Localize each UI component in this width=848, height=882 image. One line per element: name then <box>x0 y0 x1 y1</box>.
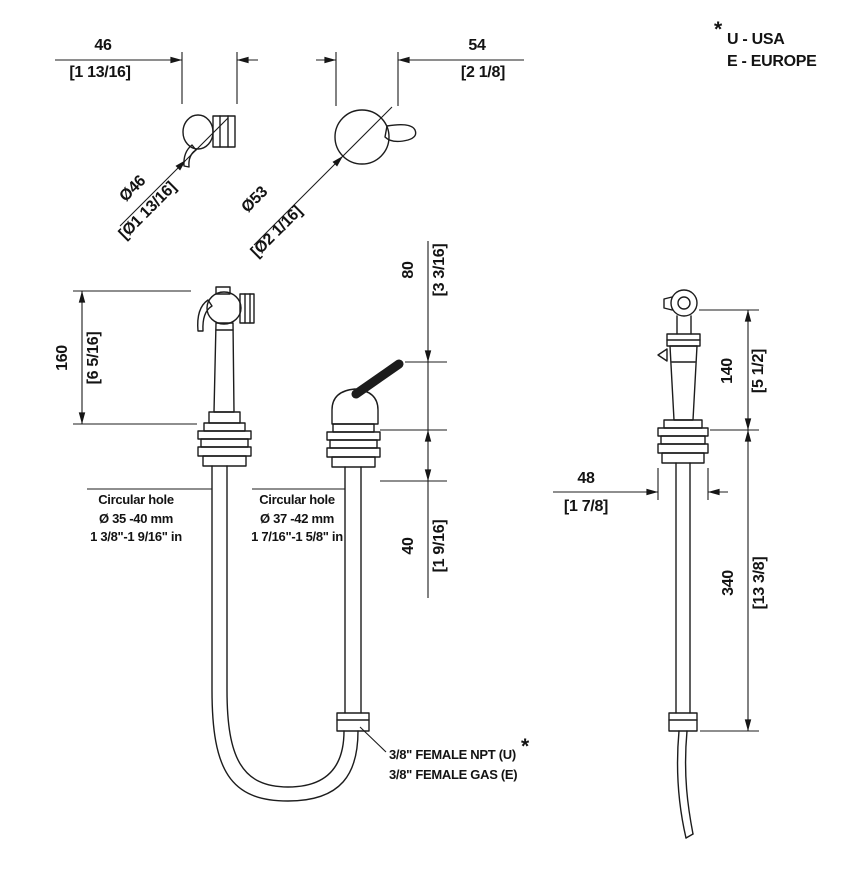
dim-spout-height: 80 [3 3/16] <box>380 241 448 431</box>
note-inch: 1 7/16"-1 5/8" in <box>251 529 343 544</box>
note-inch: 1 3/8"-1 9/16" in <box>90 529 182 544</box>
hose-inner <box>226 465 345 788</box>
sprayer-side-view <box>657 289 709 839</box>
diameter-line <box>342 106 393 157</box>
head-ring-inner <box>677 296 691 310</box>
handle-body <box>213 322 235 413</box>
connector-nut <box>668 712 698 732</box>
dia-inch-label: [Ø2 1/16] <box>248 203 306 261</box>
head-ring-outer <box>670 289 698 317</box>
dim-inch-label: [6 5/16] <box>85 332 102 385</box>
legend-usa: U - USA <box>727 31 785 48</box>
dim-mm-label: 48 <box>577 470 595 487</box>
note-gas: 3/8" FEMALE GAS (E) <box>389 767 517 782</box>
diameter-line <box>185 117 229 161</box>
dim-holder-height: 140 [5 1/2] <box>699 309 767 431</box>
flange-rib <box>661 452 705 464</box>
dim-inch-label: [1 13/16] <box>69 64 130 81</box>
dim-handle-width: 54 [2 1/8] <box>316 37 524 106</box>
handle-circle <box>334 109 390 165</box>
note-hole-mixer: Circular hole Ø 37 -42 mm 1 7/16"-1 5/8"… <box>251 488 345 544</box>
note-title: Circular hole <box>98 492 174 507</box>
holder-clip <box>657 348 668 362</box>
hose-tail <box>676 730 687 839</box>
flange-rib <box>657 443 709 454</box>
mixer-front-view <box>326 359 404 732</box>
dia-label-handle: Ø53 [Ø2 1/16] <box>238 106 393 261</box>
connector-nut <box>336 712 370 732</box>
flange-rib <box>326 447 381 458</box>
nozzle-cap <box>212 115 236 148</box>
dim-flange-width: 48 [1 7/8] <box>553 468 728 515</box>
hose-tip <box>685 833 694 839</box>
dim-inch-label: [2 1/8] <box>461 64 505 81</box>
note-connection: 3/8" FEMALE NPT (U) 3/8" FEMALE GAS (E) … <box>359 726 530 782</box>
dim-inch-label: [3 3/16] <box>431 244 448 297</box>
dim-mm-label: 80 <box>400 261 417 279</box>
note-hole-sprayer: Circular hole Ø 35 -40 mm 1 3/8"-1 9/16"… <box>87 488 212 544</box>
holder-body <box>669 345 698 421</box>
leader-line <box>253 155 344 246</box>
leader-line <box>119 159 187 227</box>
flange-rib <box>200 438 249 448</box>
sprayer-head-top-view <box>182 114 236 168</box>
legend-asterisk: * <box>714 18 723 41</box>
nozzle-cap <box>239 293 255 324</box>
dia-mm-label: Ø46 <box>116 172 149 205</box>
dim-deck-thickness: 40 [1 9/16] <box>380 429 448 598</box>
dim-mm-label: 40 <box>400 537 417 555</box>
dim-inch-label: [5 1/2] <box>750 349 767 393</box>
dim-mm-label: 140 <box>719 358 736 384</box>
leader-line <box>359 726 387 753</box>
sprayer-head <box>206 291 242 325</box>
flange-rib <box>329 439 378 449</box>
note-title: Circular hole <box>259 492 335 507</box>
dia-mm-label: Ø53 <box>238 183 271 216</box>
legend: * U - USA E - EUROPE <box>714 18 817 70</box>
handle-lever <box>351 359 404 399</box>
dim-inch-label: [1 7/8] <box>564 498 608 515</box>
dim-pipe-length: 340 [13 3/8] <box>700 429 768 732</box>
note-asterisk: * <box>521 735 530 758</box>
dia-label-sprayer-head: Ø46 [Ø1 13/16] <box>116 117 229 243</box>
head-knob <box>182 114 214 150</box>
flange-rib <box>332 423 375 433</box>
flange-rib <box>663 419 703 429</box>
dim-head-width: 46 [1 13/16] <box>55 37 258 104</box>
trigger <box>197 299 213 332</box>
hose-outer <box>211 465 359 802</box>
note-npt: 3/8" FEMALE NPT (U) <box>389 747 516 762</box>
collar <box>208 411 241 424</box>
dim-mm-label: 54 <box>468 37 486 54</box>
dim-mm-label: 340 <box>720 570 737 596</box>
flange-rib <box>331 456 376 468</box>
legend-europe: E - EUROPE <box>727 53 817 70</box>
flange-rib <box>326 431 381 441</box>
note-mm: Ø 35 -40 mm <box>99 511 173 526</box>
dim-mm-label: 160 <box>54 345 71 371</box>
flange-rib <box>203 422 246 432</box>
hand-sprayer-front-view <box>197 286 359 802</box>
flange-rib <box>657 427 709 437</box>
dim-mm-label: 46 <box>94 37 112 54</box>
handle-top-view <box>334 109 417 165</box>
dim-sprayer-height: 160 [6 5/16] <box>54 290 197 425</box>
lever-paddle <box>384 123 417 143</box>
flange-rib <box>197 446 252 457</box>
handle-dome <box>331 388 379 425</box>
flange-rib <box>197 430 252 440</box>
dim-inch-label: [1 9/16] <box>431 520 448 573</box>
note-mm: Ø 37 -42 mm <box>260 511 334 526</box>
head-nub <box>663 296 673 311</box>
flange-rib <box>202 455 247 467</box>
hose-tail <box>684 730 694 835</box>
dim-inch-label: [13 3/8] <box>751 557 768 610</box>
head-button <box>215 286 231 295</box>
flange-rib <box>660 435 706 445</box>
